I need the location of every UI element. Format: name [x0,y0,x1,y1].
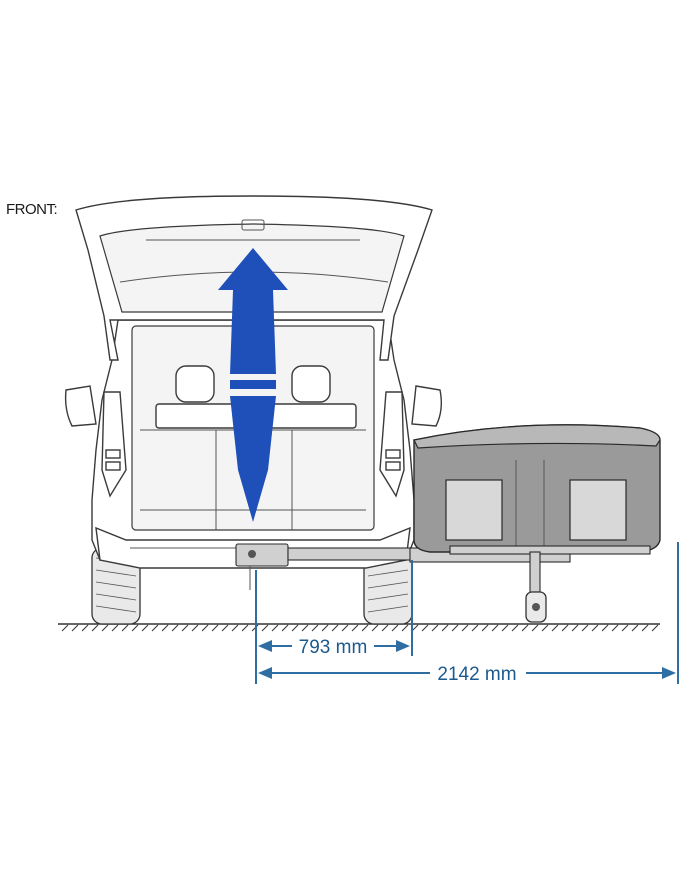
right-tail-light [379,391,405,498]
support-wheel [525,551,547,623]
dimension-lines [255,542,679,684]
right-mirror [411,385,443,427]
left-tire [91,547,141,625]
left-tail-light [101,391,127,498]
dimension-793-label: 793 mm [299,637,368,658]
van [64,195,571,625]
cargo-box [413,424,661,555]
dimension-2142-label: 2142 mm [437,664,516,685]
left-mirror [64,385,97,427]
ground [58,623,660,632]
front-label: FRONT: [6,201,58,218]
lift-arrow-icon [218,248,288,522]
